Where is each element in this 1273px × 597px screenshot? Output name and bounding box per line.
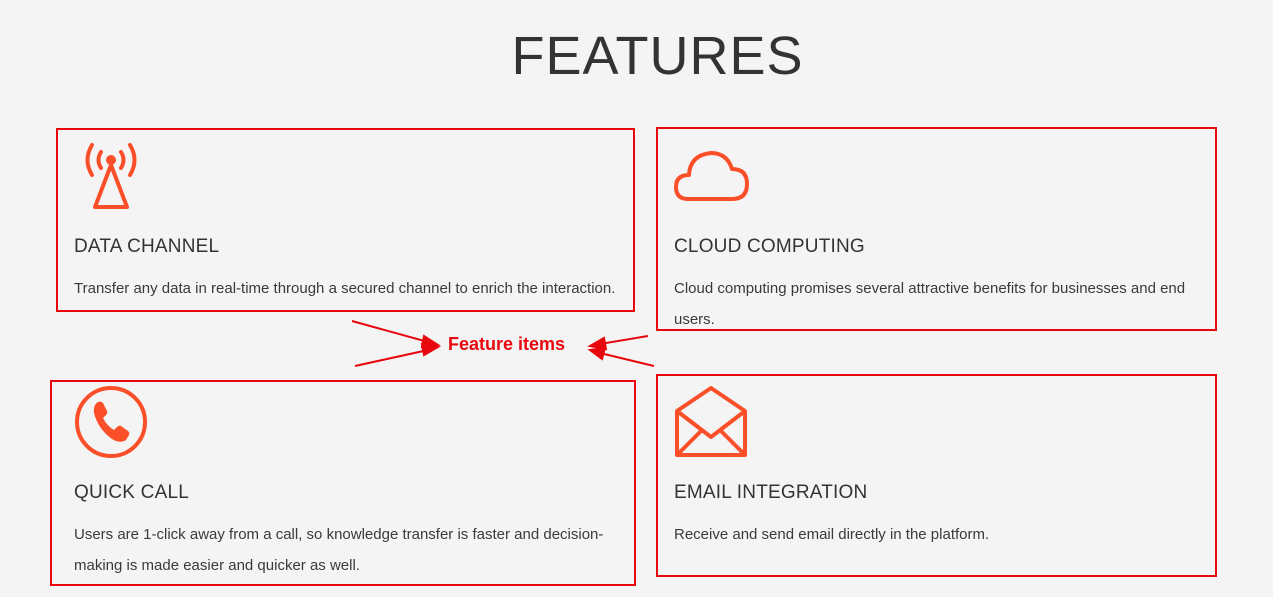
feature-title: EMAIL INTEGRATION: [674, 482, 868, 503]
feature-item-cloud-computing: CLOUD COMPUTING Cloud computing promises…: [656, 127, 1217, 331]
phone-icon: [74, 385, 148, 459]
feature-title: CLOUD COMPUTING: [674, 236, 865, 257]
feature-item-quick-call: QUICK CALL Users are 1-click away from a…: [50, 380, 636, 586]
feature-title: DATA CHANNEL: [74, 236, 220, 257]
feature-item-data-channel: DATA CHANNEL Transfer any data in real-t…: [56, 128, 635, 312]
annotation-label: Feature items: [448, 334, 566, 354]
feature-description: Cloud computing promises several attract…: [674, 280, 1186, 328]
feature-title: QUICK CALL: [74, 482, 189, 503]
antenna-icon: [74, 140, 148, 214]
feature-item-email-integration: EMAIL INTEGRATION Receive and send email…: [656, 374, 1217, 577]
feature-description: Receive and send email directly in the p…: [674, 526, 990, 543]
envelope-icon: [674, 385, 748, 459]
page-title: FEATURES: [511, 26, 804, 86]
feature-description: Users are 1-click away from a call, so k…: [74, 526, 604, 574]
cloud-icon: [674, 149, 750, 205]
feature-description: Transfer any data in real-time through a…: [74, 280, 616, 297]
